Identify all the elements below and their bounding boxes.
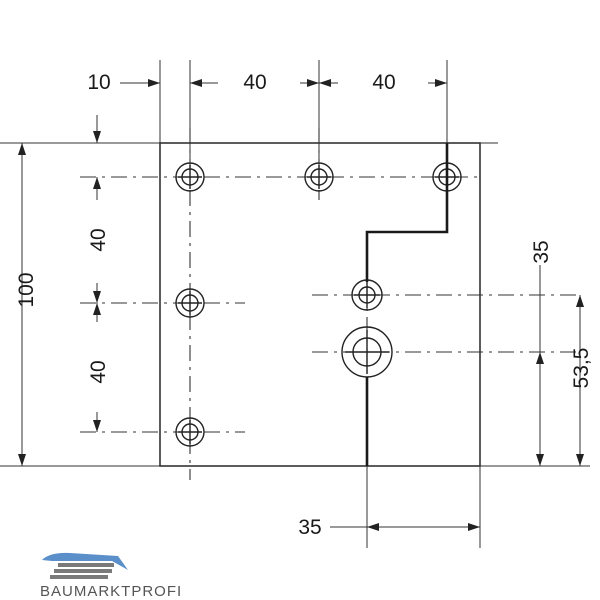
cut-line (365, 143, 449, 282)
logo-bars-icon (58, 563, 114, 567)
dimension-line-bottom (330, 523, 480, 531)
hole-top-left (175, 162, 205, 192)
extension-lines (0, 60, 590, 548)
dim-left-upper: 40 (87, 228, 110, 251)
dim-left-total: 100 (15, 272, 38, 307)
mounting-plate (159, 142, 481, 467)
dim-top-right: 40 (372, 71, 395, 94)
dim-left-lower: 40 (87, 360, 110, 383)
dim-top-mid: 40 (243, 71, 266, 94)
hole-bottom-left (175, 417, 205, 447)
dim-top-left: 10 (87, 71, 110, 94)
hole-mid-right (351, 279, 383, 311)
dimension-lines-left (18, 115, 101, 466)
dim-right-lower: 53,5 (570, 348, 593, 389)
dimension-lines-top (120, 79, 447, 87)
hole-mid-left (175, 288, 205, 318)
hole-large (341, 326, 393, 378)
dimension-lines-right (536, 265, 584, 466)
logo-roof-icon (42, 552, 128, 570)
logo-text: BAUMARKTPROFI (40, 583, 182, 600)
baumarktprofi-logo: BAUMARKTPROFI (40, 552, 182, 600)
dim-bottom: 35 (298, 516, 321, 539)
hole-top-middle (304, 162, 334, 192)
dim-right-upper: 35 (530, 240, 553, 263)
